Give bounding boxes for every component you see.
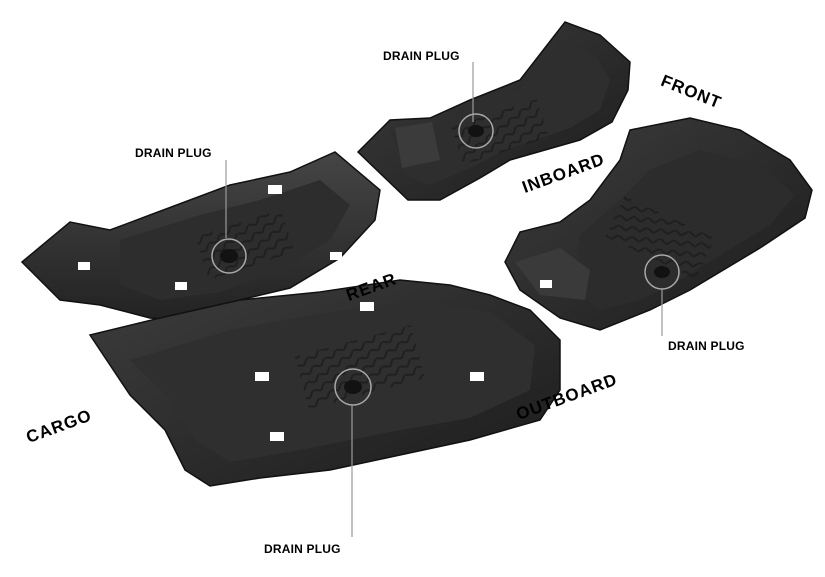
drain-plug-label-bottom: DRAIN PLUG	[264, 542, 341, 556]
drain-plug-callout-bottom	[334, 368, 372, 537]
drain-plug-callout-right	[644, 254, 680, 336]
drain-plug-label-right: DRAIN PLUG	[668, 339, 745, 353]
cargo-liner	[88, 279, 561, 487]
drain-plug-callout-top	[458, 62, 494, 149]
front-left-liner	[356, 21, 631, 201]
drain-plug-label-left: DRAIN PLUG	[135, 146, 212, 160]
front-right-liner	[504, 117, 813, 331]
drain-plug-label-top: DRAIN PLUG	[383, 49, 460, 63]
drain-plug-callout-left	[211, 160, 247, 274]
